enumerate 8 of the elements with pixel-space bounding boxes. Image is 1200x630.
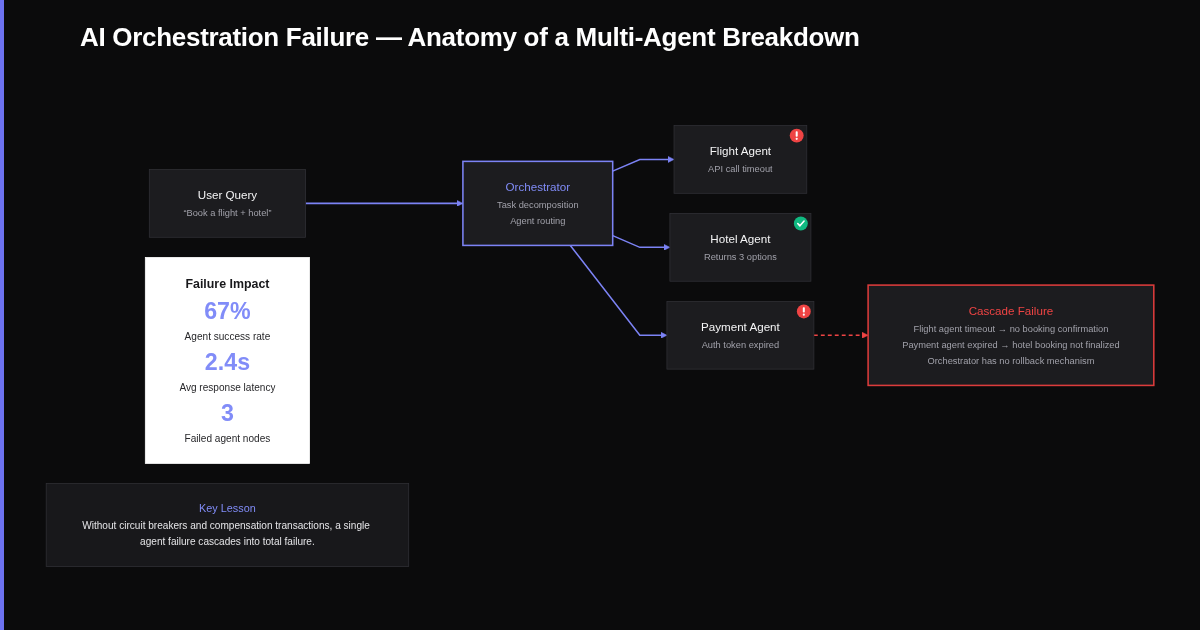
arrow [813,331,869,339]
node-box: Cascade Failure Flight agent timeout → no booking confirmation Payment agent expired → hotel booking not finalized Orchestrator has no rollback mechanism [867,284,1155,387]
node-box: Failure Impact 67% Agent success rate 2.4s Avg response latency 3 Failed agent nodes [144,257,310,464]
node-box: User Query “Book a flight + hotel” [148,169,306,238]
arrow [569,244,668,339]
node-box: Orchestrator Task decomposition Agent routing [462,160,614,247]
title: AI Orchestration Failure — Anatomy of a Multi-Agent Breakdown [80,22,860,53]
node-box: Key Lesson Without circuit breakers and compensation transactions, a single agent failure cascades into total failure. [45,483,410,567]
